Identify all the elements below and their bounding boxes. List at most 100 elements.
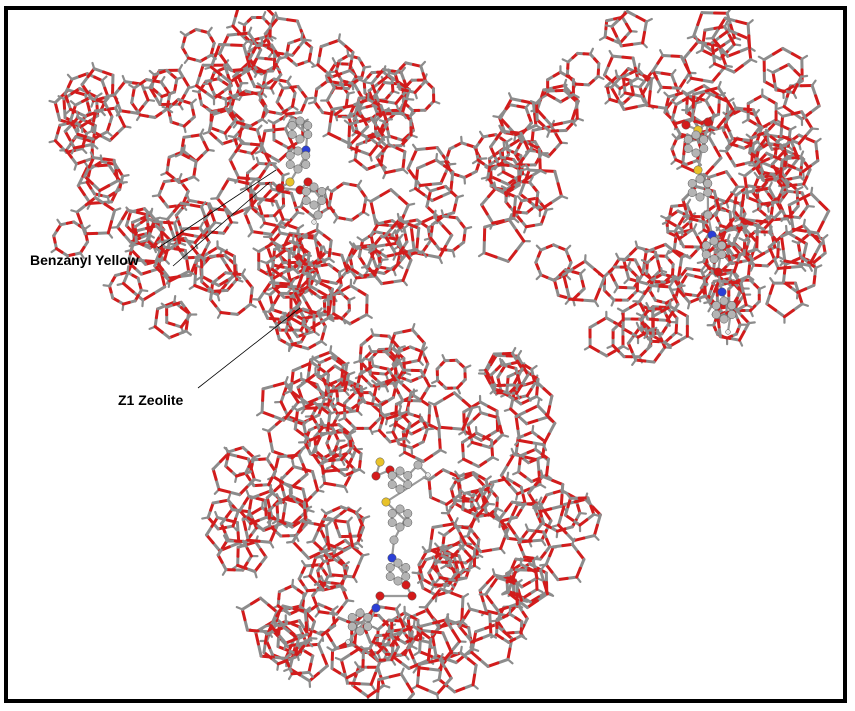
terminal-bond xyxy=(382,684,391,689)
o-si-bond xyxy=(72,144,86,150)
o-si-bond xyxy=(470,651,482,661)
si-o-bond xyxy=(802,242,808,257)
si-o-bond xyxy=(278,231,292,237)
o-si-bond xyxy=(552,84,566,90)
o-si-bond xyxy=(381,110,388,121)
terminal-bond xyxy=(749,58,758,63)
o-si-bond xyxy=(215,196,227,209)
terminal-bond xyxy=(597,75,605,81)
terminal-bond xyxy=(478,405,482,414)
terminal-bond xyxy=(364,81,373,85)
top-left-ring xyxy=(174,128,215,163)
si-o-bond xyxy=(161,268,171,280)
o-si-bond xyxy=(430,194,443,203)
si-o-bond xyxy=(630,41,645,46)
o-si-bond xyxy=(358,116,373,123)
terminal-bond xyxy=(210,197,219,200)
o-si-bond xyxy=(317,289,330,299)
carbon-atom xyxy=(699,144,709,153)
top-left-ring xyxy=(102,265,149,312)
o-si-bond xyxy=(288,136,296,149)
si-o-bond xyxy=(299,292,308,305)
terminal-bond xyxy=(811,79,817,87)
top-left-ring xyxy=(237,11,277,50)
o-si-bond xyxy=(610,24,619,38)
terminal-bond xyxy=(199,128,205,136)
si-o-bond xyxy=(711,51,717,66)
o-si-bond xyxy=(525,418,539,426)
o-si-bond xyxy=(780,234,785,251)
si-o-bond xyxy=(316,54,322,67)
o-si-bond xyxy=(235,121,246,126)
o-si-bond xyxy=(656,259,662,272)
terminal-bond xyxy=(367,247,376,254)
o-si-bond xyxy=(161,231,172,242)
terminal-bond xyxy=(632,85,641,89)
si-o-bond xyxy=(316,664,329,675)
terminal-bond xyxy=(296,262,302,270)
carbon-atom xyxy=(701,241,711,250)
terminal-bond xyxy=(806,204,815,208)
o-si-bond xyxy=(349,133,361,146)
terminal-bond xyxy=(800,54,809,61)
terminal-bond xyxy=(388,71,397,76)
si-o-bond xyxy=(257,539,272,544)
top-left-ring xyxy=(275,82,315,121)
o-si-bond xyxy=(200,274,212,283)
terminal-bond xyxy=(91,61,96,70)
carbon-atom xyxy=(285,160,295,169)
terminal-bond xyxy=(227,134,236,139)
si-o-bond xyxy=(135,226,149,233)
carbon-atom xyxy=(687,179,697,188)
si-o-bond xyxy=(435,146,445,158)
o-si-bond xyxy=(121,300,131,306)
si-o-bond xyxy=(295,19,303,32)
terminal-bond xyxy=(320,340,328,346)
terminal-bond xyxy=(327,257,335,264)
si-o-bond xyxy=(480,195,491,207)
o-si-bond xyxy=(81,165,90,178)
si-o-bond xyxy=(643,359,656,364)
terminal-bond xyxy=(352,242,358,250)
o-si-bond xyxy=(743,174,748,189)
si-o-bond xyxy=(425,253,441,260)
terminal-bond xyxy=(208,202,214,210)
si-o-bond xyxy=(686,88,698,96)
o-si-bond xyxy=(273,291,282,305)
terminal-bond xyxy=(614,69,619,78)
si-o-bond xyxy=(450,170,455,184)
o-si-bond xyxy=(108,131,119,143)
o-si-bond xyxy=(732,64,744,74)
terminal-bond xyxy=(579,268,586,275)
o-si-bond xyxy=(236,31,251,36)
si-o-bond xyxy=(538,151,550,159)
terminal-bond xyxy=(268,541,275,549)
carbon-atom xyxy=(309,200,319,210)
o-si-bond xyxy=(713,145,723,160)
si-o-bond xyxy=(405,258,413,272)
si-o-bond xyxy=(166,209,176,221)
si-o-bond xyxy=(513,195,518,209)
terminal-bond xyxy=(741,118,750,124)
o-si-bond xyxy=(266,10,276,18)
o-si-bond xyxy=(413,85,422,94)
si-o-bond xyxy=(195,73,202,88)
terminal-bond xyxy=(396,212,401,221)
terminal-bond xyxy=(95,92,103,98)
o-si-bond xyxy=(369,199,375,215)
o-si-bond xyxy=(762,79,776,89)
si-o-bond xyxy=(231,14,238,28)
terminal-bond xyxy=(440,209,445,218)
terminal-bond xyxy=(431,379,439,385)
si-o-bond xyxy=(317,316,330,325)
terminal-bond xyxy=(288,240,297,246)
terminal-bond xyxy=(732,210,736,219)
o-si-bond xyxy=(250,146,259,155)
o-si-bond xyxy=(346,681,361,686)
o-si-bond xyxy=(530,128,535,142)
terminal-bond xyxy=(435,152,439,162)
o-si-bond xyxy=(524,455,540,462)
terminal-bond xyxy=(758,285,766,291)
si-o-bond xyxy=(349,50,355,63)
terminal-bond xyxy=(704,94,711,102)
